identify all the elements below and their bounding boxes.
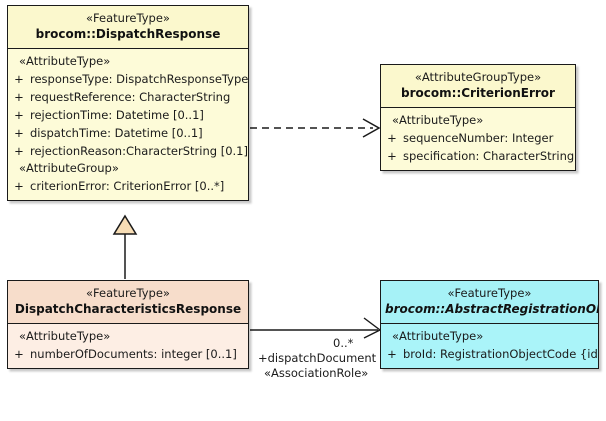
- attribute-row[interactable]: + criterionError: CriterionError [0..*]: [8, 177, 248, 195]
- attribute-text: dispatchTime: Datetime [0..1]: [30, 126, 203, 140]
- class-body-criterion-error: «AttributeType» + sequenceNumber: Intege…: [381, 108, 575, 170]
- attribute-text: requestReference: CharacterString: [30, 90, 231, 104]
- attribute-text: criterionError: CriterionError [0..*]: [30, 179, 225, 193]
- visibility-marker: +: [14, 72, 24, 86]
- visibility-marker: +: [387, 149, 397, 163]
- generalization-edge[interactable]: [112, 214, 138, 279]
- compartment-label-attribute-type: «AttributeType»: [392, 113, 484, 127]
- attribute-text: sequenceNumber: Integer: [403, 131, 554, 145]
- attribute-row[interactable]: + requestReference: CharacterString: [8, 88, 248, 106]
- class-box-abstract-registration-object[interactable]: «FeatureType» brocom::AbstractRegistrati…: [380, 280, 599, 369]
- class-header-dispatch-characteristics-response: «FeatureType» DispatchCharacteristicsRes…: [8, 281, 248, 324]
- attribute-row[interactable]: + dispatchTime: Datetime [0..1]: [8, 124, 248, 142]
- attribute-text: broId: RegistrationObjectCode {id}: [403, 347, 599, 361]
- class-stereotype: «FeatureType»: [86, 11, 170, 25]
- compartment-label-attribute-type: «AttributeType»: [392, 329, 484, 343]
- dependency-edge[interactable]: [250, 118, 381, 138]
- class-box-dispatch-response[interactable]: «FeatureType» brocom::DispatchResponse «…: [7, 5, 249, 201]
- dependency-arrowhead: [362, 118, 381, 138]
- attribute-row[interactable]: + rejectionTime: Datetime [0..1]: [8, 106, 248, 124]
- visibility-marker: +: [14, 90, 24, 104]
- attribute-text: rejectionReason:CharacterString [0.1]: [30, 144, 248, 158]
- attribute-text: responseType: DispatchResponseType: [30, 72, 249, 86]
- visibility-marker: +: [387, 131, 397, 145]
- class-body-dispatch-response: «AttributeType» + responseType: Dispatch…: [8, 49, 248, 200]
- class-box-criterion-error[interactable]: «AttributeGroupType» brocom::CriterionEr…: [380, 64, 576, 171]
- visibility-marker: +: [387, 347, 397, 361]
- class-body-dispatch-characteristics-response: «AttributeType» + numberOfDocuments: int…: [8, 324, 248, 368]
- class-body-abstract-registration-object: «AttributeType» + broId: RegistrationObj…: [381, 324, 598, 368]
- visibility-marker: +: [14, 179, 24, 193]
- attribute-text: numberOfDocuments: integer [0..1]: [30, 347, 237, 361]
- class-stereotype: «FeatureType»: [447, 286, 532, 300]
- generalization-arrowhead: [112, 214, 138, 235]
- association-stereotype-label: «AssociationRole»: [264, 366, 369, 380]
- class-name: brocom::DispatchResponse: [35, 27, 221, 41]
- attribute-text: specification: CharacterString: [403, 149, 575, 163]
- compartment-label-attribute-type: «AttributeType»: [19, 329, 111, 343]
- association-role-label: +dispatchDocument: [258, 351, 377, 365]
- visibility-marker: +: [14, 108, 24, 122]
- class-box-dispatch-characteristics-response[interactable]: «FeatureType» DispatchCharacteristicsRes…: [7, 280, 249, 369]
- visibility-marker: +: [14, 126, 24, 140]
- attribute-row[interactable]: + responseType: DispatchResponseType: [8, 70, 248, 88]
- class-name: brocom::CriterionError: [401, 86, 555, 100]
- attribute-text: rejectionTime: Datetime [0..1]: [30, 108, 204, 122]
- association-edge[interactable]: [250, 317, 382, 339]
- visibility-marker: +: [14, 347, 24, 361]
- attribute-row[interactable]: + sequenceNumber: Integer: [381, 129, 575, 147]
- class-header-abstract-registration-object: «FeatureType» brocom::AbstractRegistrati…: [381, 281, 598, 324]
- visibility-marker: +: [14, 144, 24, 158]
- attribute-row[interactable]: + rejectionReason:CharacterString [0.1]: [8, 142, 248, 160]
- class-name: brocom::AbstractRegistrationObject: [385, 302, 598, 316]
- association-multiplicity-label: 0..*: [333, 336, 354, 350]
- association-arrowhead: [363, 317, 382, 339]
- attribute-row[interactable]: + numberOfDocuments: integer [0..1]: [8, 345, 248, 363]
- class-stereotype: «FeatureType»: [86, 286, 170, 300]
- class-name: DispatchCharacteristicsResponse: [14, 302, 242, 316]
- class-header-dispatch-response: «FeatureType» brocom::DispatchResponse: [8, 6, 248, 49]
- attribute-row[interactable]: + broId: RegistrationObjectCode {id}: [381, 345, 598, 363]
- class-header-criterion-error: «AttributeGroupType» brocom::CriterionEr…: [381, 65, 575, 108]
- compartment-label-attribute-type: «AttributeType»: [19, 54, 111, 68]
- compartment-label-attribute-group: «AttributeGroup»: [19, 161, 119, 175]
- class-stereotype: «AttributeGroupType»: [414, 70, 542, 84]
- attribute-row[interactable]: + specification: CharacterString: [381, 147, 575, 165]
